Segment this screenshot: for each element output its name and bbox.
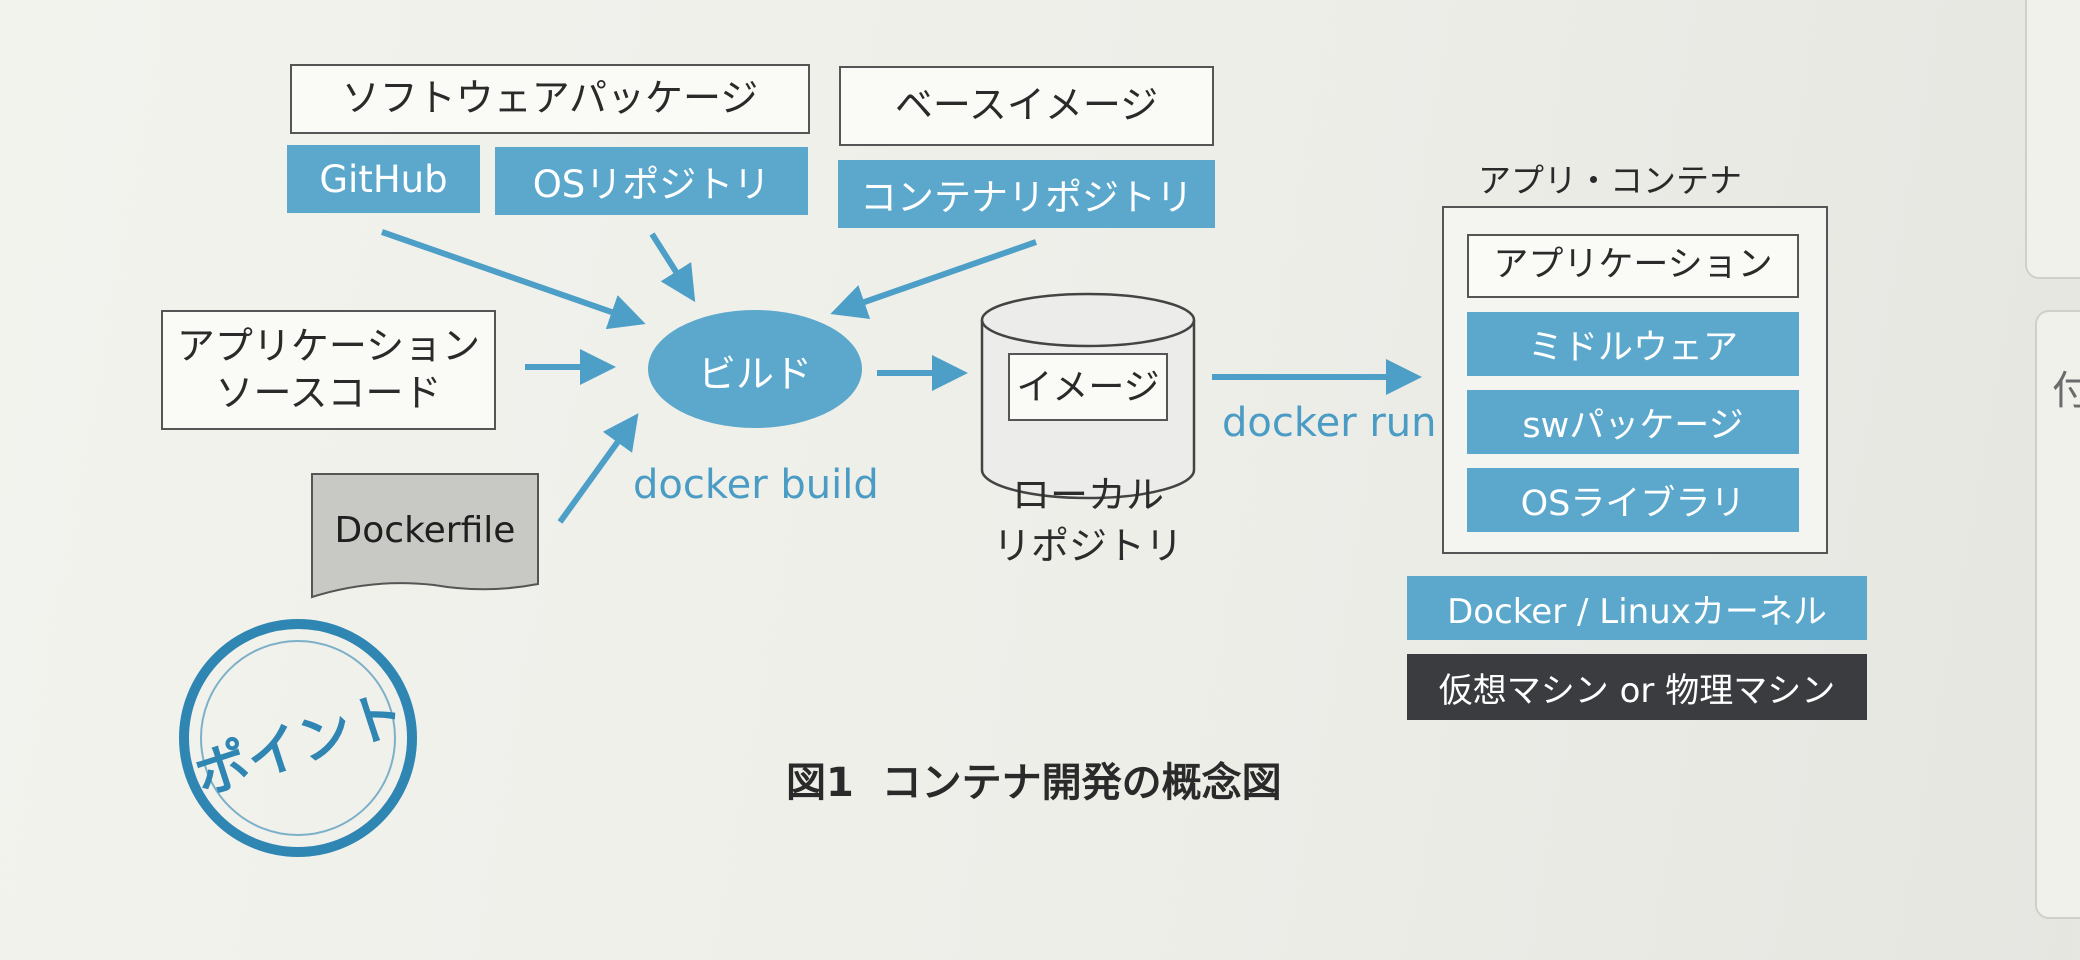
build-node-label: ビルド	[697, 352, 812, 396]
figure-caption: 図1 コンテナ開発の概念図	[786, 760, 1282, 806]
page-edge-bottom	[2035, 310, 2080, 919]
app-container-title: アプリ・コンテナ	[1478, 161, 1742, 200]
stamp-circle	[179, 619, 417, 857]
image-box: イメージ	[1008, 353, 1168, 421]
arrow-github-to-build	[381, 229, 646, 330]
arrow-containerrepo-to-build	[830, 239, 1037, 320]
middleware-box: ミドルウェア	[1467, 312, 1799, 376]
arrow-dockerfile-to-build	[557, 413, 639, 524]
container-repository-box: コンテナリポジトリ	[838, 160, 1215, 228]
github-box: GitHub	[287, 145, 480, 213]
machine-box: 仮想マシン or 物理マシン	[1407, 654, 1867, 720]
page-edge-top	[2025, 0, 2080, 279]
docker-build-label: docker build	[633, 462, 879, 508]
docker-run-label: docker run	[1222, 400, 1437, 446]
base-image-box: ベースイメージ	[839, 66, 1214, 146]
os-library-box: OSライブラリ	[1467, 468, 1799, 532]
side-margin-char: 付	[2052, 368, 2080, 414]
software-package-box: ソフトウェアパッケージ	[290, 64, 810, 134]
arrow-osrepo-to-build	[649, 232, 696, 303]
local-repository-label: ローカル リポジトリ	[992, 473, 1183, 569]
application-box: アプリケーション	[1467, 234, 1799, 298]
dockerfile-shape	[311, 473, 539, 599]
build-node	[648, 310, 862, 428]
os-repository-box: OSリポジトリ	[495, 147, 808, 215]
dockerfile-label: Dockerfile	[334, 510, 516, 551]
sw-package-box: swパッケージ	[1467, 390, 1799, 454]
app-source-code-box: アプリケーション ソースコード	[161, 310, 496, 430]
docker-linux-kernel-box: Docker / Linuxカーネル	[1407, 576, 1867, 640]
